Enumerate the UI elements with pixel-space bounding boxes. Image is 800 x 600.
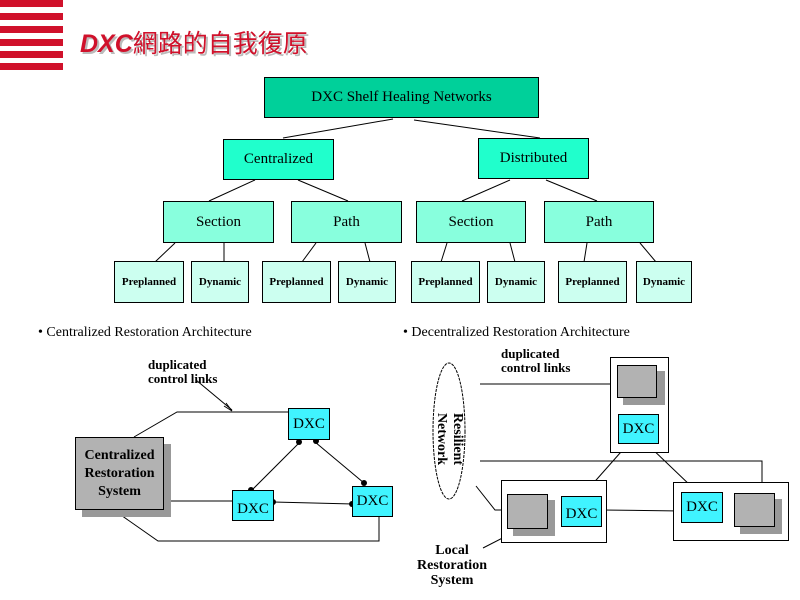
- dxc-node-left: DXC: [232, 490, 274, 521]
- node-distributed-path: Path: [544, 201, 654, 243]
- node-distributed-section: Section: [416, 201, 526, 243]
- leaf-label: Dynamic: [642, 276, 686, 288]
- stripe: [0, 39, 63, 46]
- edge: [461, 179, 511, 202]
- decentralized-caption: • Decentralized Restoration Architecture: [403, 325, 630, 340]
- node-centralized-path: Path: [291, 201, 402, 243]
- leaf-preplanned: Preplanned: [411, 261, 480, 303]
- port-dot: [361, 480, 367, 486]
- local-restoration-system: [734, 493, 775, 527]
- node-distributed: Distributed: [478, 138, 589, 179]
- stripe: [0, 51, 63, 58]
- centralized-caption: • Centralized Restoration Architecture: [38, 325, 252, 340]
- edge: [639, 242, 657, 263]
- node-label: Path: [585, 213, 613, 230]
- node-label: Centralized: [243, 151, 314, 167]
- leaf-label: Preplanned: [121, 276, 177, 288]
- local-restoration-system: [617, 365, 657, 398]
- local-label: Restoration: [417, 558, 487, 573]
- dxc-node-right: DXC: [681, 492, 723, 523]
- stripe: [0, 26, 63, 33]
- dxc-node-left: DXC: [561, 496, 602, 527]
- page-title: DXC網路的自我復原: [80, 24, 308, 60]
- title-cjk: 網路的自我復原: [132, 29, 308, 58]
- control-link: [117, 512, 380, 542]
- leaf-label: Preplanned: [565, 276, 620, 288]
- title-latin: DXC: [80, 30, 133, 58]
- edge: [583, 242, 588, 263]
- leaf-preplanned: Preplanned: [114, 261, 184, 303]
- annotation-line: duplicated: [501, 346, 560, 361]
- node-label: Distributed: [499, 150, 568, 166]
- dxc-node-top: DXC: [618, 414, 659, 444]
- decentralized-annotation: duplicated control links: [501, 347, 570, 375]
- node-label: Section: [196, 213, 241, 230]
- leaf-preplanned: Preplanned: [262, 261, 331, 303]
- node-label: Path: [333, 213, 360, 230]
- annotation-line: duplicated: [148, 357, 207, 372]
- leaf-label: Dynamic: [494, 276, 538, 288]
- edge: [297, 179, 349, 202]
- control-link: [133, 411, 289, 438]
- leaf-label: Dynamic: [198, 276, 242, 288]
- edge: [545, 179, 598, 202]
- node-centralized-section: Section: [163, 201, 274, 243]
- leaf-dynamic: Dynamic: [338, 261, 396, 303]
- resilient-network-label: Resilient Network: [433, 404, 465, 474]
- edge-root-distributed: [413, 119, 541, 139]
- centralized-annotation: duplicated control links: [148, 358, 217, 386]
- local-restoration-label: Local Restoration System: [410, 543, 494, 588]
- annotation-line: control links: [501, 360, 571, 375]
- local-label: System: [430, 573, 474, 588]
- network-label: Resilient: [450, 412, 465, 466]
- trunk: [251, 441, 301, 491]
- network-label: Network: [434, 412, 449, 466]
- stripe: [0, 63, 63, 70]
- resilient-network-ellipse: [432, 362, 466, 500]
- local-restoration-system: [507, 494, 548, 529]
- dxc-node-right: DXC: [352, 486, 393, 517]
- leaf-dynamic: Dynamic: [487, 261, 545, 303]
- edge: [301, 242, 317, 263]
- system-label: Restoration: [84, 465, 155, 481]
- centralized-restoration-system: Centralized Restoration System: [75, 437, 164, 510]
- port-dot: [296, 439, 302, 445]
- node-root: DXC Shelf Healing Networks: [264, 77, 539, 118]
- leaf-label: Preplanned: [269, 276, 324, 288]
- edge: [364, 242, 371, 263]
- control-link: [480, 460, 763, 492]
- system-label: System: [98, 483, 141, 499]
- leaf-dynamic: Dynamic: [191, 261, 249, 303]
- local-label: Local: [435, 543, 469, 558]
- edge: [208, 179, 256, 202]
- arrowhead: [223, 402, 233, 412]
- trunk: [601, 509, 682, 512]
- leaf-dynamic: Dynamic: [636, 261, 692, 303]
- stripe: [0, 13, 63, 20]
- leaf-label: Dynamic: [345, 276, 389, 288]
- edge: [440, 242, 448, 263]
- stripe: [0, 0, 63, 7]
- dxc-node-top: DXC: [288, 408, 330, 440]
- edge: [509, 242, 516, 263]
- node-centralized: Centralized: [223, 139, 334, 180]
- trunk: [314, 441, 365, 484]
- edge: [154, 242, 176, 263]
- leaf-label: Preplanned: [418, 276, 473, 288]
- node-label: Section: [448, 213, 494, 230]
- system-label: Centralized: [84, 447, 155, 463]
- annotation-arrow: [195, 379, 233, 411]
- annotation-line: control links: [148, 371, 218, 386]
- edge-root-centralized: [282, 118, 394, 139]
- trunk: [272, 501, 354, 505]
- leaf-preplanned: Preplanned: [558, 261, 627, 303]
- node-label: DXC Shelf Healing Networks: [311, 89, 492, 105]
